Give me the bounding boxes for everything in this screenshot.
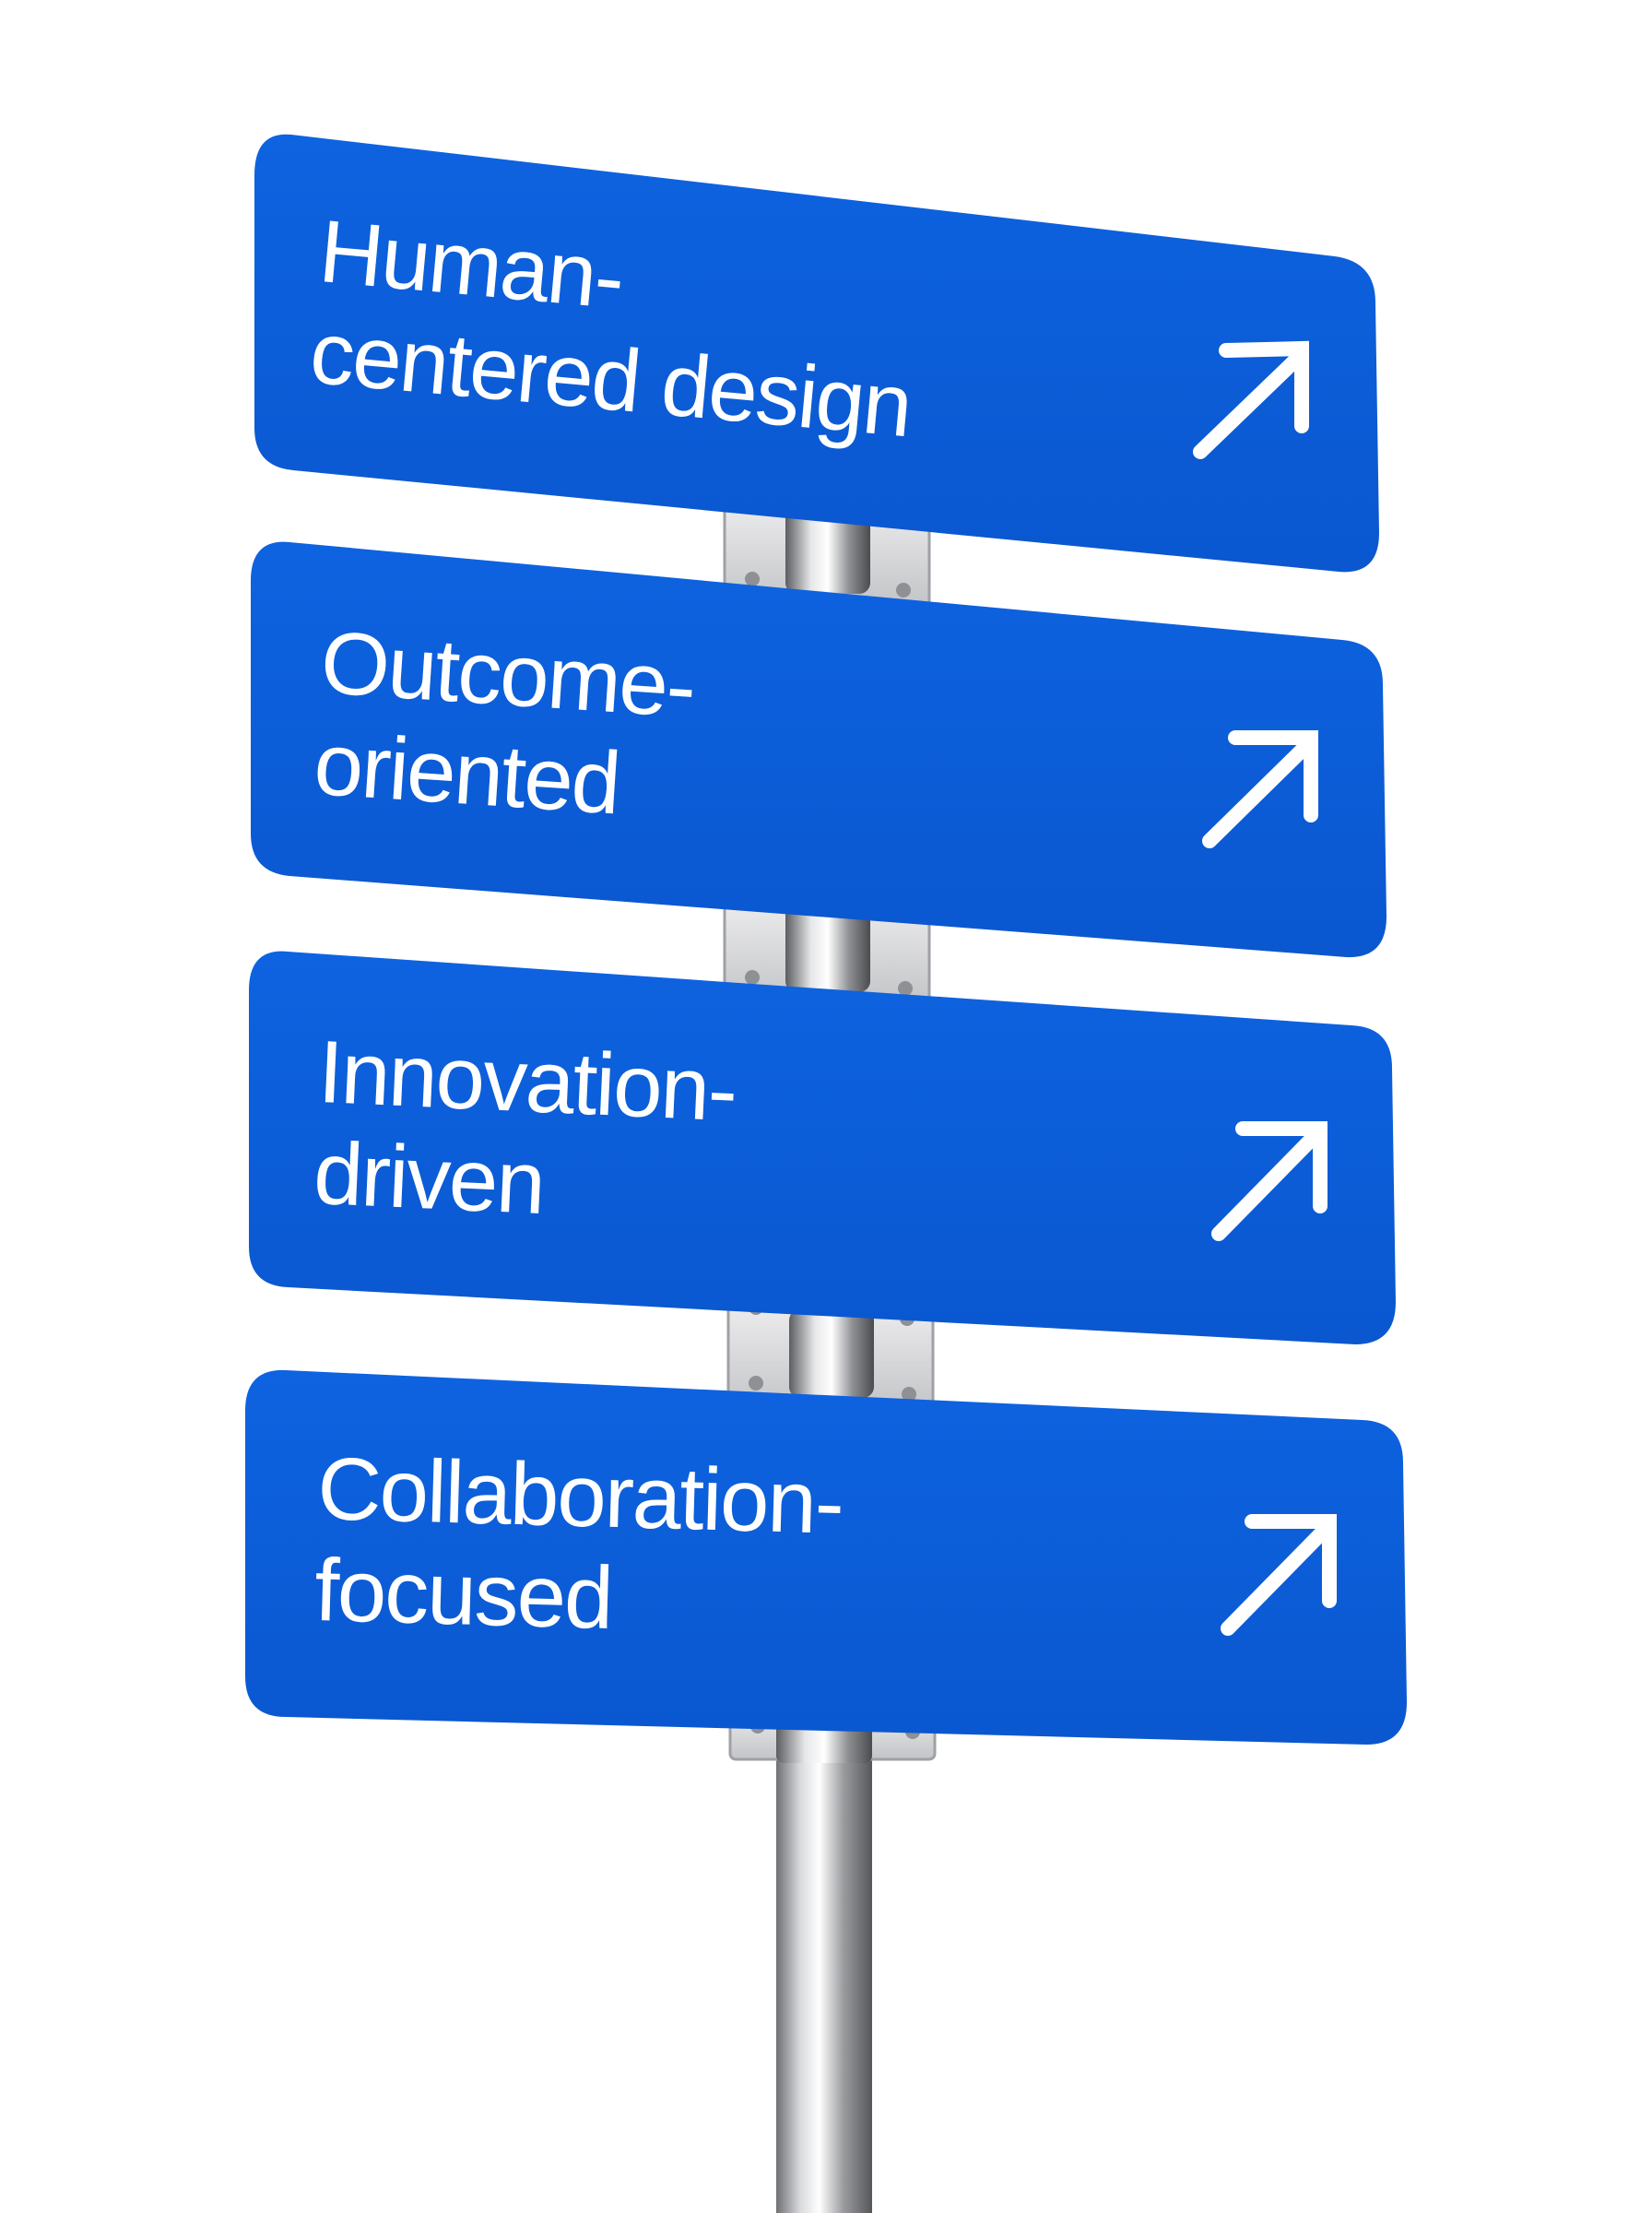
pole: [776, 1697, 872, 2213]
arrow-up-right-icon: [1211, 1121, 1328, 1241]
arrow-up-right-icon: [1193, 340, 1309, 459]
sign-2-board: [251, 541, 1386, 958]
arrow-up-right-icon: [1221, 1514, 1337, 1636]
sign-4-board: [245, 1369, 1407, 1745]
bracket-3: [726, 1289, 935, 1413]
arrow-up-right-icon: [1202, 730, 1318, 848]
sign-1-board: [254, 134, 1379, 573]
sign-3-board: [249, 951, 1396, 1344]
